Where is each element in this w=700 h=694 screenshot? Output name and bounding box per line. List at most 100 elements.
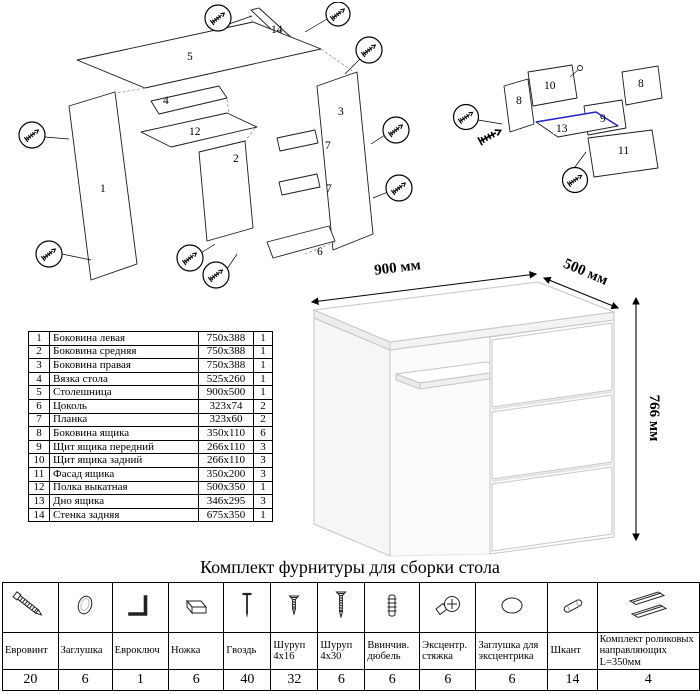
part-label: 5	[187, 51, 193, 63]
part-label: 3	[338, 106, 344, 118]
part-label: 14	[271, 24, 283, 36]
part-size: 750x388	[198, 358, 254, 373]
part-plank-bottom	[278, 173, 321, 196]
part-left-side	[68, 91, 138, 281]
part-label: 4	[163, 95, 169, 107]
part-rail	[150, 85, 228, 115]
part-qty: 1	[253, 385, 273, 400]
part-name: Полка выкатная	[49, 480, 199, 496]
width-dimension: 900 мм	[373, 257, 421, 279]
part-number: 11	[28, 466, 50, 482]
part-qty: 3	[253, 439, 273, 455]
part-number: 6	[28, 398, 50, 414]
drawer-front-3	[491, 466, 613, 552]
part-qty: 1	[253, 371, 273, 387]
part-qty: 1	[253, 344, 273, 360]
part-qty: 6	[253, 426, 273, 441]
part-size: 900x500	[198, 385, 254, 400]
part-label: 10	[544, 80, 556, 92]
hardware-name: Заглушка для эксцентрика	[475, 632, 549, 670]
part-qty: 3	[253, 453, 273, 468]
drawer-side-right	[621, 65, 663, 106]
drawer-facade	[587, 129, 659, 178]
part-size: 750x388	[198, 331, 254, 346]
part-size: 266x110	[198, 453, 254, 468]
part-label: 7	[325, 140, 331, 152]
plug-icon	[77, 595, 93, 615]
desk-left-panel	[313, 317, 391, 557]
part-label: 12	[189, 126, 201, 138]
dimension-annotations	[310, 270, 640, 542]
part-qty: 3	[253, 466, 273, 482]
part-size: 525x260	[198, 371, 254, 387]
hardware-qty: 40	[223, 668, 272, 691]
part-qty: 1	[253, 358, 273, 373]
part-label: 7	[326, 183, 332, 195]
hardware-name: Евровинт	[2, 632, 59, 670]
part-name: Стенка задняя	[49, 507, 199, 523]
part-number: 9	[28, 439, 50, 455]
part-label: 1	[100, 183, 106, 195]
part-qty: 1	[253, 331, 273, 346]
roller-guide-icon	[629, 591, 668, 619]
hardware-qty: 4	[596, 668, 700, 691]
nail-icon	[242, 592, 252, 618]
part-number: 12	[28, 480, 50, 496]
part-name: Планка	[49, 412, 199, 428]
part-size: 266x110	[198, 439, 254, 455]
part-label: 6	[317, 246, 323, 258]
part-size: 675x350	[198, 507, 254, 523]
part-plinth	[266, 225, 336, 259]
hardware-name: Шуруп 4х30	[317, 632, 366, 670]
part-size: 350x110	[198, 426, 254, 441]
part-number: 1	[28, 331, 50, 346]
part-number: 10	[28, 453, 50, 468]
hardware-name: Эксцентр. стяжка	[419, 632, 477, 670]
fastener-callouts	[18, 2, 413, 289]
part-label: 8	[638, 78, 644, 90]
part-plank-top	[276, 129, 319, 152]
drawer-bottom-groove	[535, 111, 619, 127]
part-size: 346x295	[198, 494, 254, 509]
depth-arrow	[542, 276, 620, 310]
height-dimension: 766 мм	[646, 395, 662, 442]
hardware-qty: 6	[419, 668, 477, 691]
part-number: 2	[28, 344, 50, 360]
screw-4x30-icon	[335, 591, 348, 618]
part-number: 8	[28, 426, 50, 441]
part-mid-side	[198, 140, 254, 242]
hardware-qty: 1	[111, 668, 169, 691]
part-qty: 3	[253, 494, 273, 509]
hardware-qty: 6	[475, 668, 549, 691]
drawer-side-left	[503, 78, 535, 133]
leg-icon	[186, 599, 208, 615]
hex-key-icon	[128, 595, 148, 616]
hardware-name: Евроключ	[111, 632, 169, 670]
hardware-icons-row	[2, 582, 700, 633]
part-size: 500x350	[198, 480, 254, 496]
width-arrow	[310, 270, 538, 306]
part-name: Щит ящика передний	[49, 439, 199, 455]
exploded-drawer-diagram: 10 8 8 9 13 11	[452, 64, 663, 194]
assembly-guide-lines	[116, 11, 356, 255]
hardware-qty: 14	[547, 668, 598, 691]
part-number: 4	[28, 371, 50, 387]
part-label: 13	[556, 123, 568, 135]
drawer-front-2	[491, 394, 613, 480]
dowel-marker	[577, 65, 583, 71]
part-qty: 2	[253, 412, 273, 428]
part-name: Боковина правая	[49, 358, 199, 373]
part-qty: 1	[253, 507, 273, 523]
part-shelf	[140, 112, 258, 148]
part-label: 8	[516, 95, 522, 107]
part-number: 3	[28, 358, 50, 373]
part-name: Дно ящика	[49, 494, 199, 509]
